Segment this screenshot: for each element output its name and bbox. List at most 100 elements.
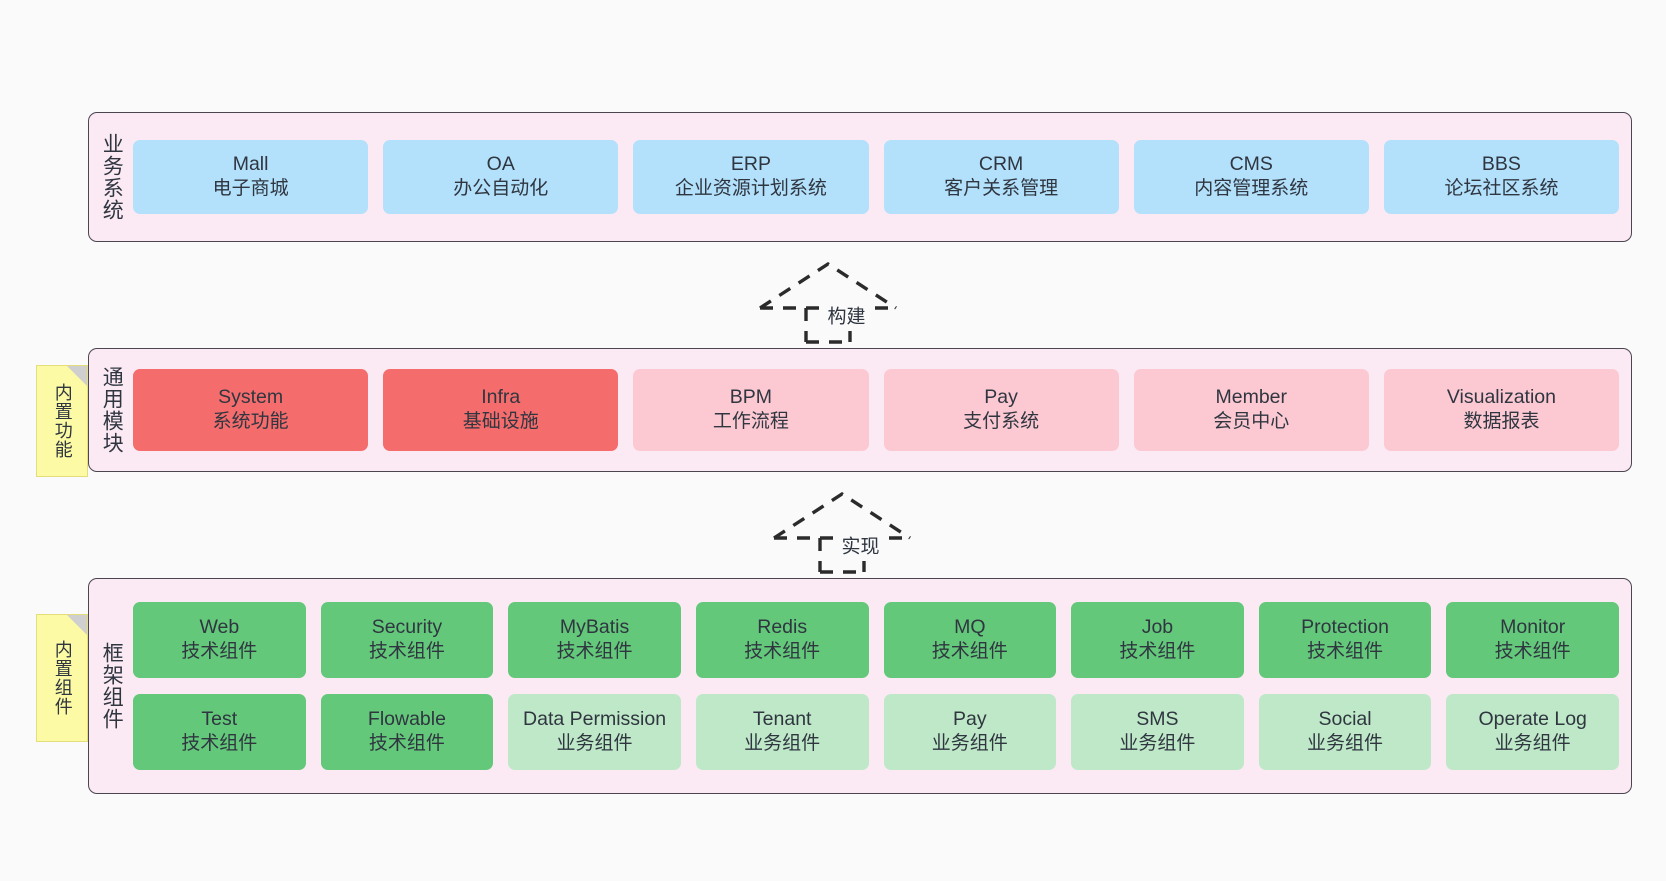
- arrow-implement: 实现: [772, 491, 912, 574]
- card-subtitle: 业务组件: [744, 733, 821, 755]
- card-title: Operate Log: [1478, 708, 1587, 731]
- card-subtitle: 业务组件: [1307, 733, 1384, 755]
- card-title: Data Permission: [523, 708, 667, 731]
- card-title: Redis: [757, 616, 808, 639]
- card-title: BBS: [1481, 153, 1521, 176]
- card-subtitle: 业务组件: [1119, 733, 1196, 755]
- card-title: Test: [201, 708, 238, 731]
- card-subtitle: 支付系统: [963, 411, 1040, 433]
- card-subtitle: 工作流程: [712, 411, 789, 433]
- card-subtitle: 技术组件: [181, 641, 258, 663]
- card-subtitle: 技术组件: [1494, 641, 1571, 663]
- card-title: Pay: [953, 708, 987, 731]
- card-title: System: [218, 386, 284, 409]
- card-title: BPM: [729, 386, 773, 409]
- card-subtitle: 业务组件: [556, 733, 633, 755]
- card-subtitle: 电子商城: [212, 178, 289, 200]
- card-title: Protection: [1301, 616, 1389, 639]
- card-subtitle: 数据报表: [1463, 411, 1540, 433]
- card-title: Monitor: [1500, 616, 1566, 639]
- card-title: Infra: [481, 386, 521, 409]
- card-subtitle: 业务组件: [1494, 733, 1571, 755]
- note-builtin-components-label: 内置组件: [52, 640, 73, 716]
- arrow-build: 构建: [758, 261, 898, 344]
- card-subtitle: 技术组件: [368, 733, 445, 755]
- layer-business-label: 业务系统: [100, 133, 124, 221]
- card-subtitle: 系统功能: [212, 411, 289, 433]
- card-title: MQ: [954, 616, 986, 639]
- card-subtitle: 技术组件: [181, 733, 258, 755]
- card-subtitle: 会员中心: [1213, 411, 1290, 433]
- card-title: Web: [199, 616, 240, 639]
- note-fold-corner-icon: [67, 615, 87, 635]
- arrow-implement-label: 实现: [839, 531, 882, 559]
- card-subtitle: 内容管理系统: [1194, 178, 1309, 200]
- card-title: SMS: [1136, 708, 1179, 731]
- layer-modules-label: 通用模块: [100, 366, 124, 454]
- card-title: Visualization: [1446, 386, 1557, 409]
- arrow-build-label: 构建: [825, 301, 868, 329]
- card-title: Job: [1141, 616, 1174, 639]
- card-subtitle: 技术组件: [931, 641, 1008, 663]
- card-title: Mall: [232, 153, 269, 176]
- card-title: Member: [1215, 386, 1288, 409]
- card-subtitle: 技术组件: [368, 641, 445, 663]
- card-title: Social: [1318, 708, 1372, 731]
- card-title: Flowable: [367, 708, 446, 731]
- card-subtitle: 技术组件: [1307, 641, 1384, 663]
- card-subtitle: 技术组件: [744, 641, 821, 663]
- layer-framework-label: 框架组件: [100, 642, 124, 730]
- card-title: Security: [371, 616, 443, 639]
- card-subtitle: 技术组件: [556, 641, 633, 663]
- card-subtitle: 技术组件: [1119, 641, 1196, 663]
- card-subtitle: 业务组件: [931, 733, 1008, 755]
- note-fold-corner-icon: [67, 366, 87, 386]
- card-subtitle: 论坛社区系统: [1444, 178, 1559, 200]
- card-subtitle: 客户关系管理: [944, 178, 1059, 200]
- card-subtitle: 办公自动化: [453, 178, 549, 200]
- note-builtin-features: 内置功能: [36, 365, 88, 477]
- card-subtitle: 基础设施: [462, 411, 539, 433]
- card-title: OA: [486, 153, 515, 176]
- card-title: Pay: [984, 386, 1018, 409]
- card-title: CMS: [1229, 153, 1273, 176]
